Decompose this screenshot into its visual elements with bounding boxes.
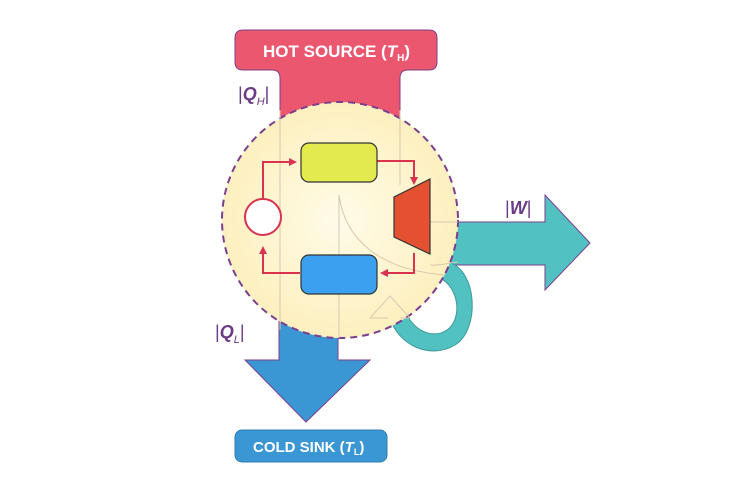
condenser-block (300, 254, 378, 295)
boiler-block (300, 142, 378, 183)
cold-sink-label: COLD SINK (TL) (253, 439, 364, 457)
heat-out-label: |QL| (215, 322, 245, 346)
hot-source-label: HOT SOURCE (TH) (263, 42, 410, 64)
turbine-shape (393, 178, 431, 255)
work-label: |W| (505, 198, 531, 218)
cycle-piping (259, 158, 418, 277)
work-arrow (439, 193, 591, 292)
pump-circle (244, 198, 282, 236)
cold-sink-block (234, 429, 388, 463)
heat-in-label: |QH| (238, 84, 269, 108)
